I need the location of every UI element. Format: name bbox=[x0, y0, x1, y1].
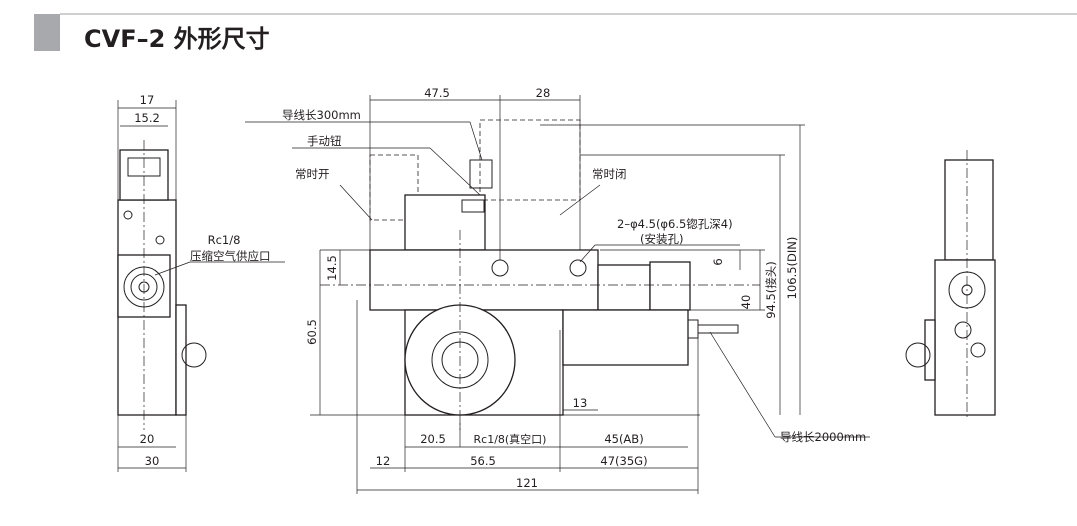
dim-94-5: 94.5(接头) bbox=[764, 261, 778, 319]
dim-40: 40 bbox=[739, 295, 753, 310]
dim-121: 121 bbox=[516, 476, 538, 490]
left-screw-a bbox=[123, 210, 133, 220]
dimension-line bbox=[579, 244, 596, 263]
dim-6: 6 bbox=[711, 258, 725, 265]
port-desc: 压缩空气供应口 bbox=[190, 249, 271, 263]
part-outlines bbox=[117, 95, 996, 494]
front-lead-connector bbox=[469, 159, 493, 189]
dim-45-ab: 45(AB) bbox=[604, 432, 643, 446]
dimension-line bbox=[709, 331, 776, 438]
front-cable-gland bbox=[687, 319, 699, 339]
header-marker bbox=[34, 14, 60, 51]
label-normally-open: 常时开 bbox=[295, 167, 330, 181]
label-mount-holes: 2–φ4.5(φ6.5锪孔深4) bbox=[617, 217, 733, 231]
page-title: CVF–2 外形尺寸 bbox=[84, 25, 270, 53]
right-hole bbox=[970, 342, 986, 358]
label-mount-holes-sub: (安装孔) bbox=[640, 232, 683, 246]
dimension-line bbox=[339, 184, 373, 221]
front-manual-button bbox=[461, 199, 485, 213]
dim-106-5: 106.5(DIN) bbox=[785, 237, 799, 300]
dim-12: 12 bbox=[376, 454, 391, 468]
left-screw-b bbox=[155, 235, 165, 245]
port-label: Rc1/8 bbox=[208, 233, 241, 247]
dim-47-35g: 47(35G) bbox=[600, 454, 647, 468]
dim-30: 30 bbox=[145, 454, 160, 468]
front-body bbox=[369, 249, 599, 311]
left-side-plate bbox=[175, 304, 187, 416]
dim-13: 13 bbox=[573, 396, 588, 410]
dim-14-5: 14.5 bbox=[325, 255, 339, 281]
header-rule bbox=[60, 13, 1077, 15]
front-solenoid bbox=[404, 194, 486, 251]
dimension-line bbox=[559, 184, 601, 216]
dimension-line bbox=[469, 121, 483, 161]
front-fitting-nut bbox=[649, 261, 691, 311]
front-cable bbox=[697, 324, 739, 334]
label-vacuum-port: Rc1/8(真空口) bbox=[474, 432, 547, 446]
right-solenoid bbox=[944, 159, 994, 261]
right-fitting bbox=[905, 342, 931, 368]
front-mount-hole-b bbox=[569, 259, 587, 277]
label-manual-button: 手动钮 bbox=[307, 134, 342, 148]
dim-17: 17 bbox=[140, 93, 155, 107]
dim-60-5: 60.5 bbox=[305, 319, 319, 345]
label-lead-300: 导线长300mm bbox=[282, 108, 361, 122]
front-view-labels: 47.5 28 导线长300mm 手动钮 常时开 常时闭 2–φ4.5(φ6.5… bbox=[282, 86, 866, 490]
dim-28: 28 bbox=[536, 86, 551, 100]
dim-56-5: 56.5 bbox=[470, 454, 496, 468]
dimension-line bbox=[429, 147, 481, 196]
dimension-line bbox=[154, 261, 191, 276]
label-lead-2000: 导线长2000mm bbox=[780, 430, 866, 444]
dim-15-2: 15.2 bbox=[134, 111, 160, 125]
front-fitting bbox=[597, 264, 651, 311]
dim-47-5: 47.5 bbox=[424, 86, 450, 100]
right-screw bbox=[954, 321, 972, 339]
dim-20: 20 bbox=[140, 432, 155, 446]
left-view-labels: 17 15.2 Rc1/8 压缩空气供应口 20 30 bbox=[134, 93, 270, 468]
front-nc-outline bbox=[479, 119, 581, 201]
label-normally-closed: 常时闭 bbox=[592, 167, 627, 181]
left-fitting bbox=[181, 342, 207, 368]
dim-20-5: 20.5 bbox=[420, 432, 446, 446]
right-side-plate bbox=[924, 319, 936, 381]
front-sensor-block bbox=[562, 309, 689, 366]
